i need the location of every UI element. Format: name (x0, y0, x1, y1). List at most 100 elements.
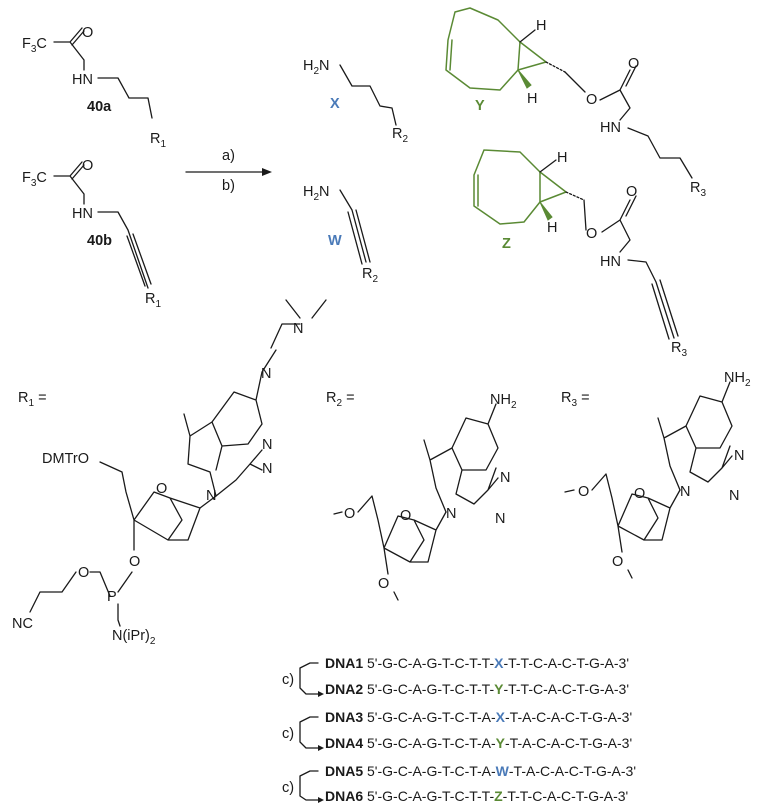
r1-label: R1 (150, 131, 166, 150)
r1-label: R1 (145, 291, 161, 310)
dna-sequences: c) DNA1 5'-G-C-A-G-T-C-T-T-X-T-T-C-A-C-T… (282, 655, 636, 804)
r2-label: R2 (392, 126, 408, 145)
n1-label: N (734, 448, 744, 464)
compound-w: H2N W R2 (303, 184, 378, 285)
o3-label: O (612, 554, 623, 570)
wedge-bond (539, 201, 553, 221)
base-bonds (423, 403, 499, 513)
p-label: P (107, 589, 117, 605)
step-b-label: b) (222, 178, 235, 194)
reaction-arrow: a) b) (185, 148, 272, 194)
bcn-ring (445, 7, 521, 91)
sugar-bonds (333, 495, 447, 601)
n9-label: N (206, 488, 216, 504)
h-top: H (557, 150, 567, 166)
bond-path (339, 64, 397, 126)
n3-label: N (729, 488, 739, 504)
cyclopropane (517, 41, 547, 71)
n1-label: N (500, 470, 510, 486)
carbonyl-o: O (82, 158, 93, 174)
r3-label: R3 (671, 340, 687, 359)
compound-z: H H Z O O HN R3 (473, 149, 687, 359)
o5-label: O (578, 484, 589, 500)
label-y: Y (475, 98, 485, 114)
n3-label: N (262, 437, 272, 453)
h-bond-top (519, 29, 536, 43)
compound-y: H H Y O O HN R3 (445, 7, 706, 199)
sugar-bonds (564, 473, 681, 579)
nc-label: NC (12, 616, 33, 632)
dna-row: DNA5 5'-G-C-A-G-T-C-T-A-W-T-A-C-A-C-T-G-… (325, 763, 636, 779)
cyanoethyl-bonds (29, 571, 77, 613)
bond-path (339, 189, 371, 265)
carbamate-nh: HN (600, 120, 621, 136)
base-bonds (657, 381, 733, 491)
dna-row: DNA1 5'-G-C-A-G-T-C-T-T-X-T-T-C-A-C-T-G-… (325, 655, 629, 671)
compound-40b: F3C O HN 40b R1 (22, 158, 161, 310)
step-bracket (299, 770, 323, 801)
sugar-bonds (99, 461, 217, 551)
step-c-label: c) (282, 726, 294, 742)
h2n-label: H2N (303, 58, 330, 77)
cyclopropane (539, 171, 567, 203)
nh2-label: NH2 (490, 392, 517, 411)
nh2-label: NH2 (724, 370, 751, 389)
n1-label: N (262, 461, 272, 477)
bond-path (53, 27, 153, 119)
bond-path (583, 195, 679, 340)
dna-row: DNA4 5'-G-C-A-G-T-C-T-A-Y-T-A-C-A-C-T-G-… (325, 735, 632, 751)
h-bottom: H (547, 220, 557, 236)
n9-label: N (680, 484, 690, 500)
h-bond-top (539, 159, 557, 173)
o5-label: O (344, 506, 355, 522)
phos-bonds (89, 571, 133, 627)
step-a-label: a) (222, 148, 235, 164)
dmtro-label: DMTrO (42, 451, 89, 467)
ring-o: O (156, 481, 167, 497)
step-bracket (299, 662, 323, 695)
dimethyl-bonds (285, 299, 327, 319)
h-bottom: H (527, 91, 537, 107)
substituent-r1: R1 = DMTrO O O P O NC N(iPr)2 N N N N N (12, 299, 327, 647)
r2-definition: R2 = (326, 390, 355, 409)
f3c-label: F3C (22, 170, 47, 189)
substituent-r2: R2 = O O O N N N NH2 (326, 390, 517, 601)
ester-o: O (586, 92, 597, 108)
r3-label: R3 (690, 180, 706, 199)
wedge-bond (517, 69, 532, 89)
carbonyl-o: O (628, 56, 639, 72)
n-dimethyl: N (293, 321, 303, 337)
carbamate-nh: HN (600, 254, 621, 270)
step-c-label: c) (282, 780, 294, 796)
dna-row: DNA3 5'-G-C-A-G-T-C-T-A-X-T-A-C-A-C-T-G-… (325, 709, 632, 725)
r3-definition: R3 = (561, 390, 590, 409)
carbonyl-o: O (82, 25, 93, 41)
o3-label: O (378, 576, 389, 592)
compound-40a: F3C O HN 40a R1 (22, 25, 166, 150)
ring-o: O (400, 508, 411, 524)
hash-bond (565, 191, 585, 201)
carbonyl-o: O (626, 184, 637, 200)
o-cyanoethyl: O (78, 565, 89, 581)
niPr-label: N(iPr)2 (112, 628, 156, 647)
r2-label: R2 (362, 266, 378, 285)
bcn-ring (473, 149, 541, 225)
step-bracket (299, 716, 323, 749)
ring-o: O (634, 486, 645, 502)
bond-path (564, 65, 693, 179)
label-z: Z (502, 236, 511, 252)
amide-nh: HN (72, 72, 93, 88)
h-top: H (536, 18, 546, 34)
dna-pair-2: c) DNA3 5'-G-C-A-G-T-C-T-A-X-T-A-C-A-C-T… (282, 709, 632, 751)
compound-x: H2N X R2 (303, 58, 408, 145)
dna-pair-3: c) DNA5 5'-G-C-A-G-T-C-T-A-W-T-A-C-A-C-T… (282, 763, 636, 804)
ester-o: O (586, 226, 597, 242)
base-bonds (183, 323, 301, 497)
substituent-r3: R3 = O O O N N N NH2 (561, 370, 751, 579)
dna-row: DNA2 5'-G-C-A-G-T-C-T-T-Y-T-T-C-A-C-T-G-… (325, 681, 629, 697)
step-c-label: c) (282, 672, 294, 688)
n-imine: N (261, 366, 271, 382)
f3c-label: F3C (22, 36, 47, 55)
label-x: X (330, 96, 340, 112)
